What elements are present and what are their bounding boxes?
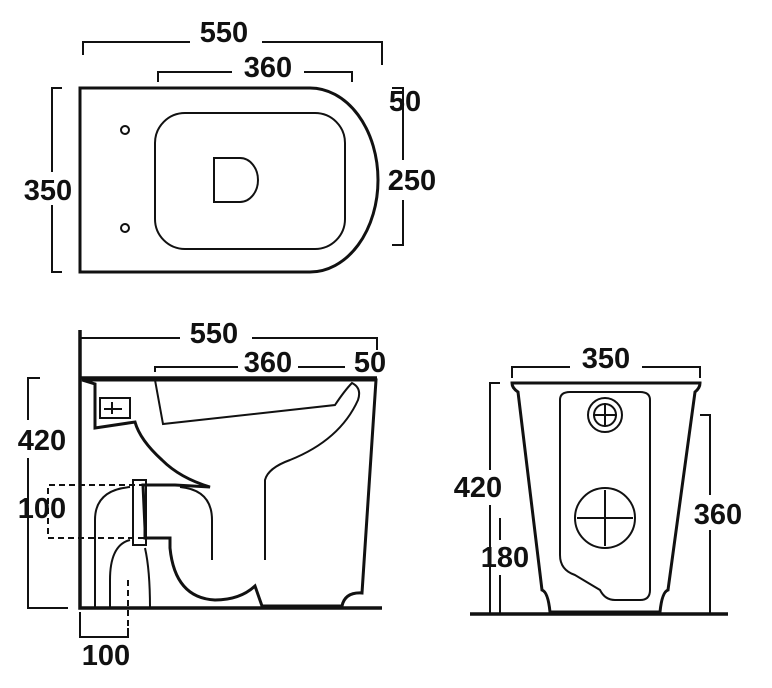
- dim-line-420: [489, 382, 500, 614]
- dim-line-420: [27, 377, 68, 609]
- lid-hinge: [213, 157, 259, 203]
- dim-100-outlet-height: 100: [18, 493, 66, 525]
- dim-100-outlet-distance: 100: [82, 640, 130, 672]
- dim-line-100-outlet: [47, 484, 175, 539]
- front-view: 350 420 180 360: [454, 343, 742, 616]
- dim-line-360: [157, 71, 353, 82]
- outlet-collar: [132, 479, 147, 546]
- dim-420: 420: [18, 425, 66, 457]
- bowl-profile: [154, 379, 361, 560]
- side-view: 550 360 50 420 100 100: [18, 318, 386, 672]
- dim-550: 550: [200, 17, 248, 49]
- dim-line-360: [154, 366, 345, 372]
- seat-opening: [154, 112, 346, 250]
- front-recess: [559, 391, 651, 601]
- outlet-pipe: [94, 486, 151, 609]
- inlet-circle: [587, 397, 623, 433]
- wall-and-floor: [78, 330, 382, 610]
- dim-250: 250: [388, 165, 436, 197]
- flush-channel: [179, 486, 213, 560]
- dim-180: 180: [481, 542, 529, 574]
- dim-360: 360: [694, 499, 742, 531]
- outlet-cross: [577, 490, 633, 546]
- top-view: 550 360 50 250 350: [24, 17, 436, 274]
- dim-line-100-bottom: [79, 612, 129, 638]
- dim-line-550: [80, 337, 378, 350]
- fixing-hole: [120, 223, 130, 233]
- dim-50: 50: [354, 347, 386, 379]
- dim-550: 550: [190, 318, 238, 350]
- fixing-hole: [120, 125, 130, 135]
- inlet-cross: [593, 403, 617, 427]
- dim-line-360: [700, 414, 711, 614]
- outlet-circle: [574, 487, 636, 549]
- dim-line-350: [511, 366, 701, 378]
- dim-360: 360: [244, 52, 292, 84]
- side-outline: [81, 378, 378, 608]
- top-outline: [78, 86, 380, 274]
- dim-420: 420: [454, 472, 502, 504]
- dim-50: 50: [389, 86, 421, 118]
- dim-line-250: [392, 87, 404, 246]
- dim-350: 350: [582, 343, 630, 375]
- dim-350: 350: [24, 175, 72, 207]
- inlet-spud: [99, 397, 131, 419]
- dim-360: 360: [244, 347, 292, 379]
- dim-line-350: [51, 87, 62, 273]
- dim-line-550: [82, 41, 383, 65]
